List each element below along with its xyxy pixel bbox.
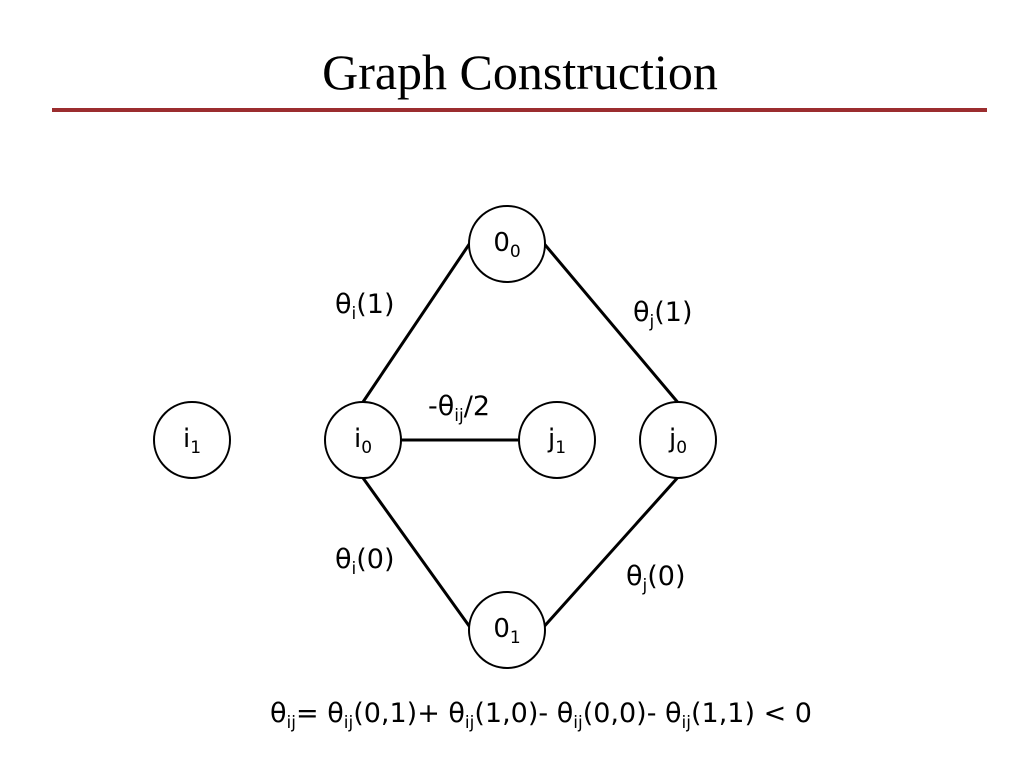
node-i0-label: i0 (353, 424, 373, 458)
node-01 (468, 591, 546, 669)
node-j1 (518, 401, 596, 479)
edge-01-j0 (539, 473, 682, 632)
node-00-label: 00 (493, 228, 521, 262)
title-divider (52, 108, 987, 112)
node-i0 (324, 401, 402, 479)
edge-00-j0 (539, 239, 682, 406)
edge-i0-01 (361, 477, 474, 631)
condition-formula: θij= θij(0,1)+ θij(1,0)- θij(0,0)- θij(1… (270, 698, 812, 733)
slide-title: Graph Construction (322, 44, 718, 100)
node-j0-label: j0 (668, 424, 688, 458)
edge-i0-00 (361, 239, 474, 403)
node-01-label: 01 (493, 614, 521, 648)
node-i1-label: i1 (182, 424, 202, 458)
node-j0 (639, 401, 717, 479)
edge-label-theta-j-0: θj(0) (626, 561, 686, 596)
node-00 (468, 205, 546, 283)
edge-label-theta-i-1: θi(1) (335, 289, 395, 324)
node-j1-label: j1 (547, 424, 567, 458)
node-i1 (153, 401, 231, 479)
edge-label-theta-i-0: θi(0) (335, 544, 395, 579)
edge-label-neg-theta-ij-half: -θij/2 (428, 391, 490, 426)
edge-label-theta-j-1: θj(1) (633, 297, 693, 332)
